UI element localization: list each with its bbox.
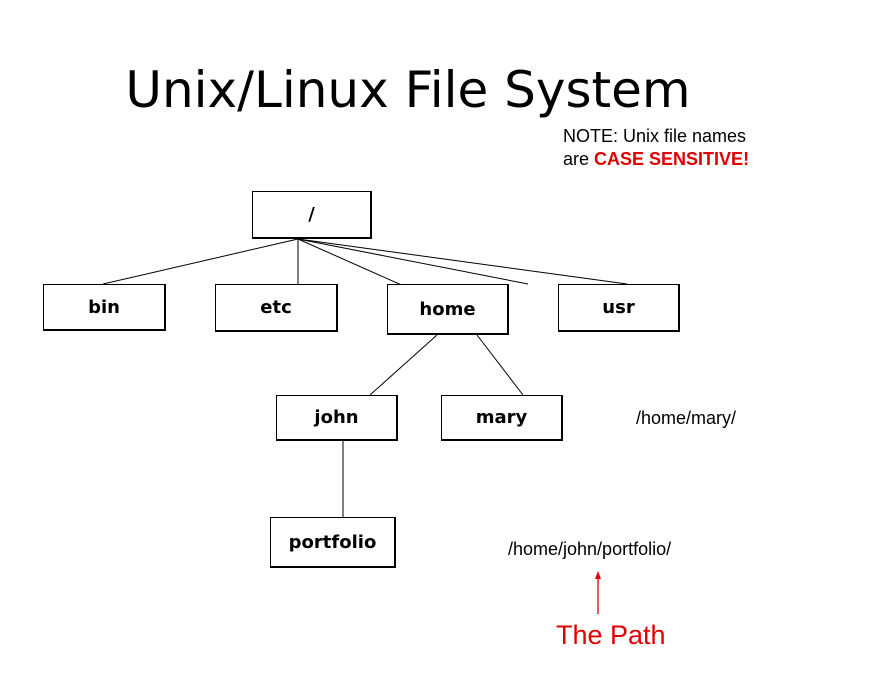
node-bin: bin <box>43 284 166 331</box>
connector-home-mary <box>476 334 524 396</box>
case-sensitive-emphasis: CASE SENSITIVE! <box>594 149 750 169</box>
node-root: / <box>252 191 372 239</box>
path-mary: /home/mary/ <box>636 408 737 428</box>
node-mary: mary <box>441 395 563 441</box>
node-john: john <box>276 395 398 441</box>
page-title: Unix/Linux File System <box>125 61 691 119</box>
connector-root-bin <box>102 238 299 285</box>
note-line-1: NOTE: Unix file names <box>563 126 747 146</box>
connector-root-home <box>297 238 407 288</box>
node-usr: usr <box>558 284 680 332</box>
note-line-2: are CASE SENSITIVE! <box>563 148 749 171</box>
case-sensitivity-note: NOTE: Unix file names are CASE SENSITIVE… <box>563 125 749 171</box>
path-portfolio: /home/john/portfolio/ <box>508 539 672 559</box>
the-path-label: The Path <box>556 620 666 650</box>
node-etc: etc <box>215 284 338 332</box>
node-portfolio: portfolio <box>270 517 396 568</box>
node-home: home <box>387 284 509 335</box>
connector-home-john <box>369 334 438 396</box>
connector-root-usr-lower <box>297 238 529 285</box>
connector-root-usr-upper <box>297 238 628 285</box>
note-line-2-prefix: are <box>563 149 595 169</box>
path-arrow-head <box>595 571 601 579</box>
